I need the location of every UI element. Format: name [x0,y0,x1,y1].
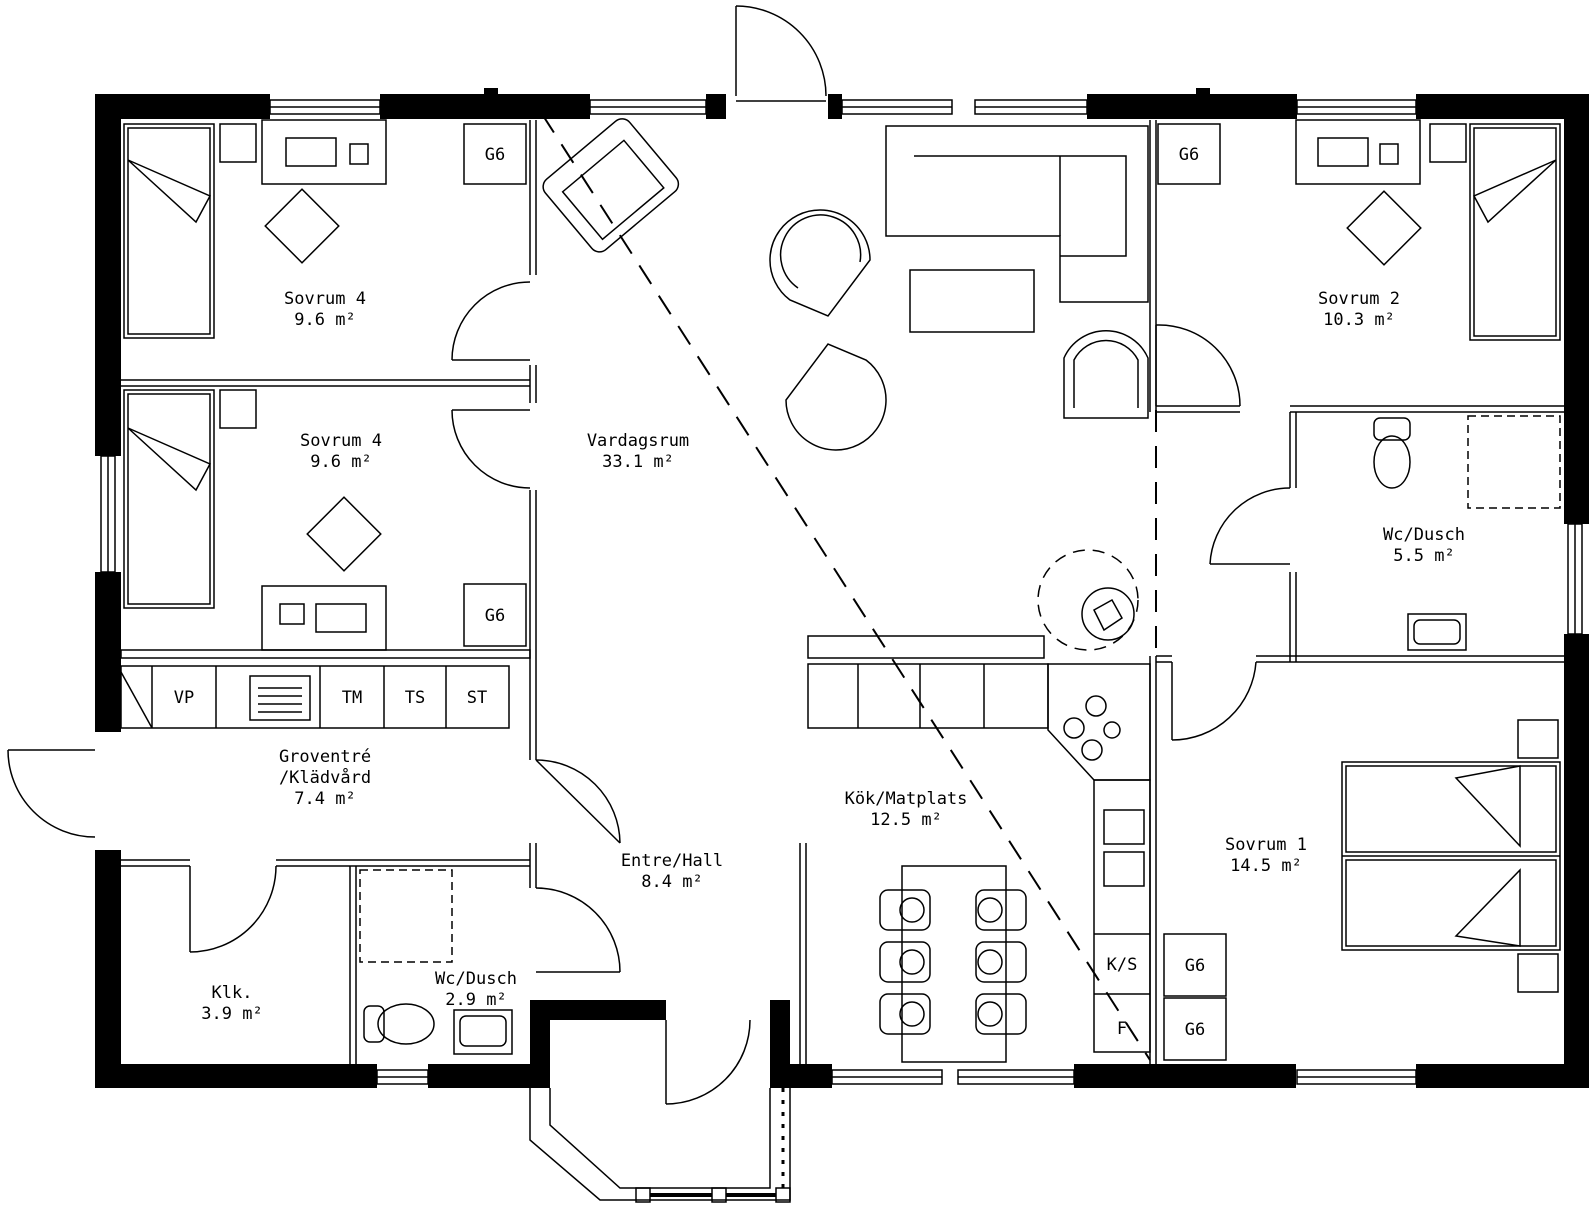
furniture-sovrum4a [123,119,387,339]
room-name-groventre-1: Groventré [279,747,371,767]
nightstand-1 [1517,719,1559,759]
room-area-sovrum4b: 9.6 m² [310,452,371,472]
chair-round-1 [769,209,871,317]
armchair-2 [1063,330,1149,419]
room-name-vardagsrum: Vardagsrum [587,431,689,451]
dining-chairs [879,889,1027,1035]
chair-round-2 [785,343,887,451]
room-area-wcdusch2: 2.9 m² [445,990,506,1010]
label-g6-sovrum4b: G6 [485,606,505,626]
toilet [1373,435,1411,489]
room-name-entre: Entre/Hall [621,851,723,871]
furniture-sovrum1 [1341,719,1561,993]
label-st: ST [467,688,487,708]
chair [1346,190,1422,266]
desk [1295,119,1421,185]
appliance-labels: G6 G6 G6 G6 G6 VP TM TS ST K/S F [174,145,1205,1040]
room-area-sovrum4a: 9.6 m² [294,310,355,330]
room-area-groventre: 7.4 m² [294,789,355,809]
bed [123,123,215,339]
furniture-sovrum2 [1295,119,1561,341]
furniture-sovrum4b [123,389,387,651]
tv-bench [807,635,1045,659]
windows [100,99,1583,1085]
appliance-boxes [463,123,1227,1061]
room-area-sovrum1: 14.5 m² [1230,856,1302,876]
fireplace [1081,587,1135,641]
label-ts: TS [405,688,425,708]
room-area-wcdusch1: 5.5 m² [1393,546,1454,566]
room-name-wcdusch2: Wc/Dusch [435,969,517,989]
room-area-vardagsrum: 33.1 m² [602,452,674,472]
label-vp: VP [174,688,194,708]
room-name-sovrum4b: Sovrum 4 [300,431,382,451]
kitchen [807,663,1151,1063]
label-g6-sovrum2: G6 [1179,145,1199,165]
nightstand [1429,123,1467,163]
label-ks: K/S [1107,955,1138,975]
sofa [885,125,1149,303]
desk [261,585,387,651]
bathroom2 [359,869,513,1055]
room-area-sovrum2: 10.3 m² [1323,310,1395,330]
washbasin [1407,613,1467,651]
nightstand [219,389,257,429]
porch [529,1088,791,1203]
label-f: F [1117,1019,1127,1039]
furniture-living [542,118,1149,659]
room-name-kok: Kök/Matplats [845,789,968,809]
room-name-sovrum4a: Sovrum 4 [284,289,366,309]
dining-table [901,865,1007,1063]
room-area-kok: 12.5 m² [870,810,942,830]
room-labels: Sovrum 4 9.6 m² Sovrum 4 9.6 m² Vardagsr… [201,289,1465,1024]
bathroom1 [1373,415,1561,651]
toilet [377,1003,435,1045]
label-g6-sovrum1a: G6 [1185,956,1205,976]
interior-walls [120,120,1564,1064]
label-g6-sovrum4a: G6 [485,145,505,165]
washbasin [453,1009,513,1055]
exterior-walls [95,88,1589,1088]
shower [1467,415,1561,509]
chair [264,188,340,264]
room-name-wcdusch1: Wc/Dusch [1383,525,1465,545]
bed [1469,123,1561,341]
sightlines [541,113,1157,1061]
room-name-klk: Klk. [212,983,253,1003]
armchair [542,118,680,253]
room-area-entre: 8.4 m² [641,872,702,892]
label-tm: TM [342,688,362,708]
room-name-sovrum1: Sovrum 1 [1225,835,1307,855]
label-g6-sovrum1b: G6 [1185,1020,1205,1040]
shower [359,869,453,963]
nightstand-2 [1517,953,1559,993]
coffee-table [909,269,1035,333]
bed [123,389,215,609]
laundry [120,665,510,729]
doors [7,5,1291,1105]
chair [306,496,382,572]
sink [249,675,311,721]
nightstand [219,123,257,163]
room-name-sovrum2: Sovrum 2 [1318,289,1400,309]
room-area-klk: 3.9 m² [201,1004,262,1024]
desk [261,119,387,185]
room-name-groventre-2: /Klädvård [279,767,371,788]
